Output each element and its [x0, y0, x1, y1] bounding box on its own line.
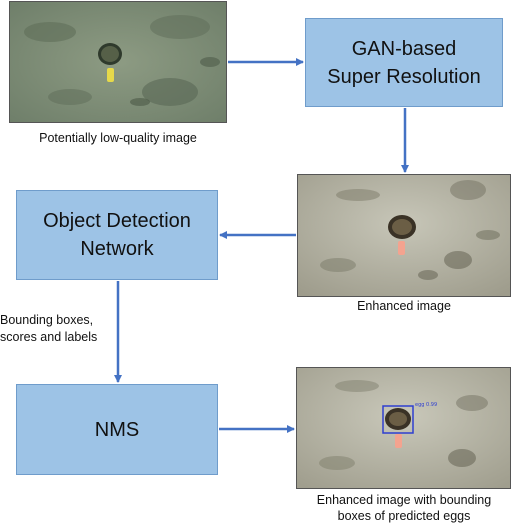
enhanced-image-caption: Enhanced image [357, 299, 451, 313]
gan-super-resolution-box: GAN-based Super Resolution [305, 18, 503, 107]
final-image-caption: Enhanced image with bounding boxes of pr… [316, 493, 492, 523]
nms-box-label: NMS [94, 418, 140, 441]
low-quality-microscope-image [9, 1, 227, 123]
final-detection-image: egg 0.99 [296, 367, 511, 489]
predicted-egg-label: egg 0.99 [415, 402, 437, 408]
input-image-caption: Potentially low-quality image [39, 131, 197, 145]
predicted-egg-bounding-box [382, 405, 414, 434]
object-detection-box: Object Detection Network [16, 190, 218, 280]
enhanced-microscope-image [297, 174, 511, 297]
nms-box: NMS [16, 384, 218, 475]
edge-label-bounding-boxes: Bounding boxes, scores and labels [0, 313, 98, 344]
detector-box-label: Object Detection Network [43, 210, 191, 260]
gan-box-label: GAN-based Super Resolution [327, 37, 481, 88]
